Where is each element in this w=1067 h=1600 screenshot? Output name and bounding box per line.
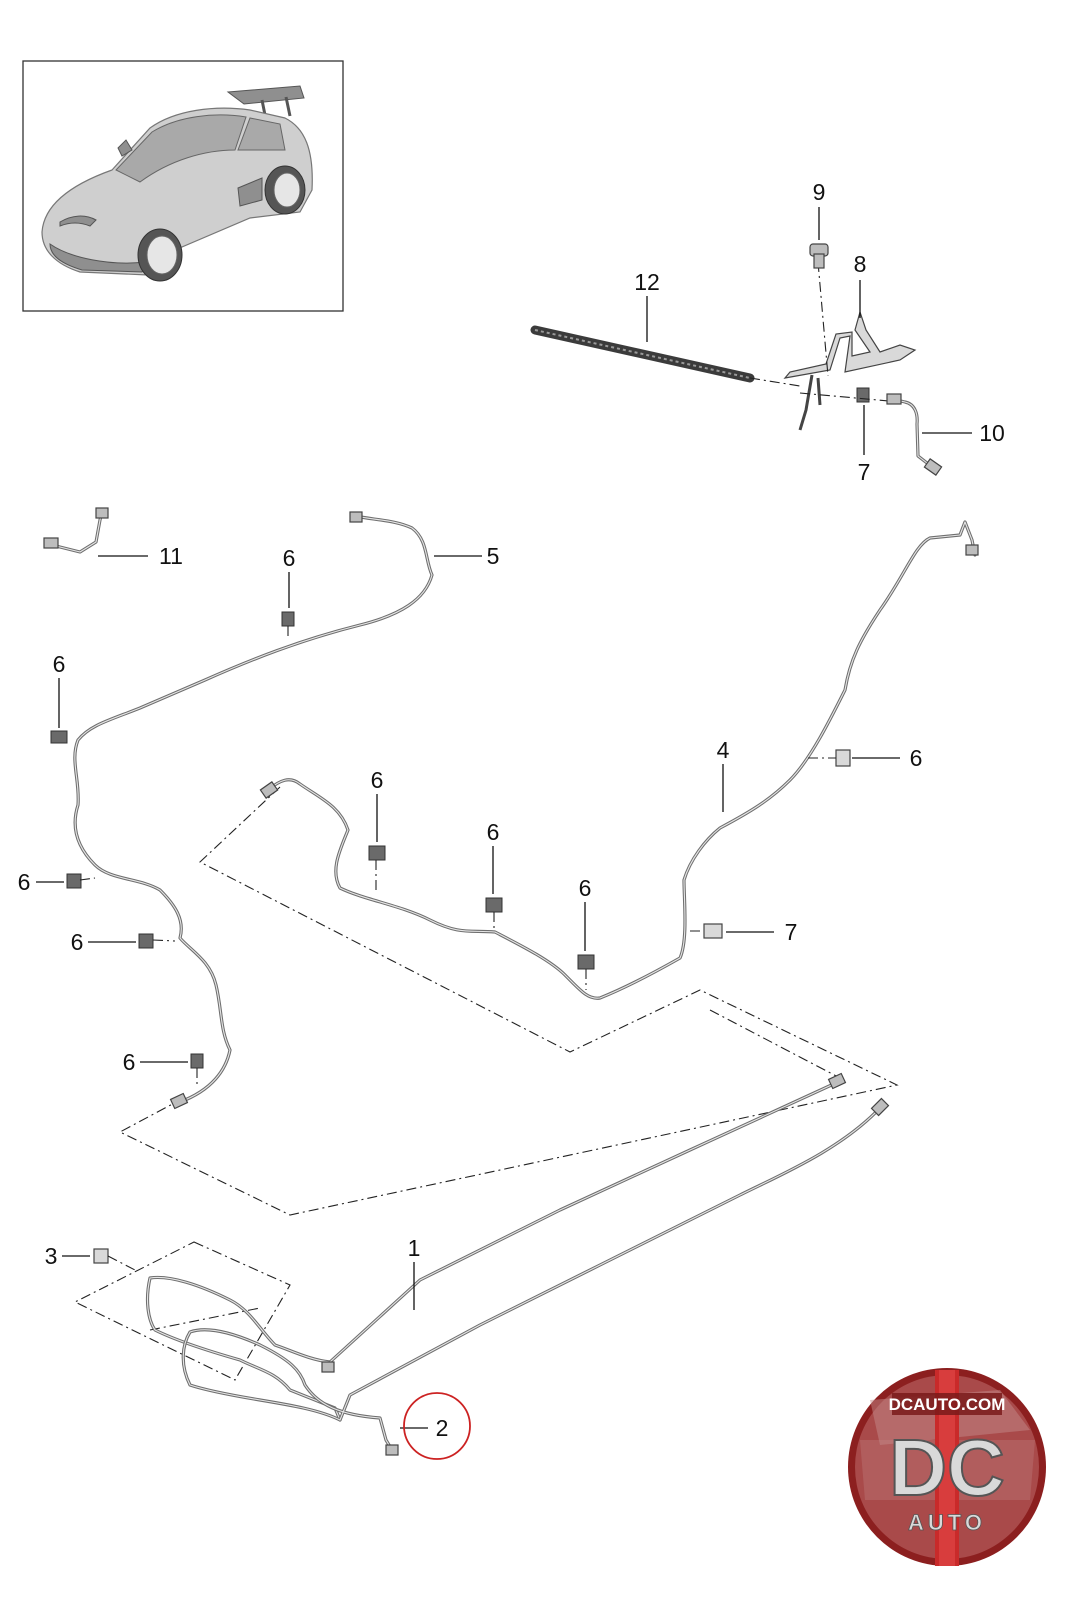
pipe-clip-6 xyxy=(577,954,595,970)
brake-pipe-1 xyxy=(145,1072,847,1422)
brake-pipe-4 xyxy=(259,520,979,1000)
callout-3: 3 xyxy=(45,1243,58,1269)
callout-5: 5 xyxy=(487,543,500,569)
callout-6: 6 xyxy=(123,1049,136,1075)
brake-pipe-5 xyxy=(73,511,434,1110)
callout-6: 6 xyxy=(53,651,66,677)
callout-6: 6 xyxy=(579,875,592,901)
dcauto-logo: DCAUTO.COM DC AUTO xyxy=(848,1368,1046,1566)
callout-6: 6 xyxy=(371,767,384,793)
callout-9: 8 xyxy=(854,251,867,277)
pipe-clip-6 xyxy=(485,897,503,913)
pipe-clip-6 xyxy=(281,611,295,627)
hose-assembly-top xyxy=(530,243,943,476)
pipe-clip-6 xyxy=(368,845,386,861)
pipe-clip-6 xyxy=(66,873,82,889)
callout-4: 4 xyxy=(717,737,730,763)
assembly-outlines xyxy=(73,786,899,1381)
callout-6: 6 xyxy=(283,545,296,571)
callout-labels: 1 2 3 4 5 6 6 6 6 6 6 6 6 6 7 7 8 9 10 1… xyxy=(18,179,1005,1441)
bracket-9 xyxy=(783,309,917,379)
logo-top-text: DCAUTO.COM xyxy=(889,1395,1006,1414)
callout-13: 12 xyxy=(634,269,660,295)
pipe-holder-3 xyxy=(93,1248,109,1264)
highlight-circle xyxy=(403,1392,471,1460)
callout-2: 2 xyxy=(436,1415,449,1441)
callout-6: 6 xyxy=(71,929,84,955)
brake-pipe-12 xyxy=(43,507,109,554)
callout-8: 7 xyxy=(858,459,871,485)
pipe-clip-6 xyxy=(50,730,68,744)
callout-6: 6 xyxy=(487,819,500,845)
leader-lines xyxy=(36,207,972,1429)
pipe-holder-7 xyxy=(703,923,723,939)
pipe-clip-6 xyxy=(190,1053,204,1069)
logo-letters: DC xyxy=(889,1423,1005,1512)
callout-6: 6 xyxy=(18,869,31,895)
logo-bottom-text: AUTO xyxy=(908,1510,986,1535)
callout-10: 9 xyxy=(813,179,826,205)
callout-7: 7 xyxy=(785,919,798,945)
car-illustration xyxy=(41,85,313,282)
brake-pipe-2 xyxy=(181,1097,890,1456)
pipe-clips xyxy=(50,611,851,1271)
callout-7: 6 xyxy=(910,745,923,771)
retaining-clip-8 xyxy=(856,387,870,403)
callout-11: 10 xyxy=(979,420,1005,446)
brake-pipe-11 xyxy=(886,396,938,472)
vehicle-thumbnail xyxy=(22,60,344,312)
callout-12: 11 xyxy=(159,543,183,569)
pipe-holder-7 xyxy=(835,749,851,767)
pipe-clip-6 xyxy=(138,933,154,949)
callout-1: 1 xyxy=(408,1235,421,1261)
